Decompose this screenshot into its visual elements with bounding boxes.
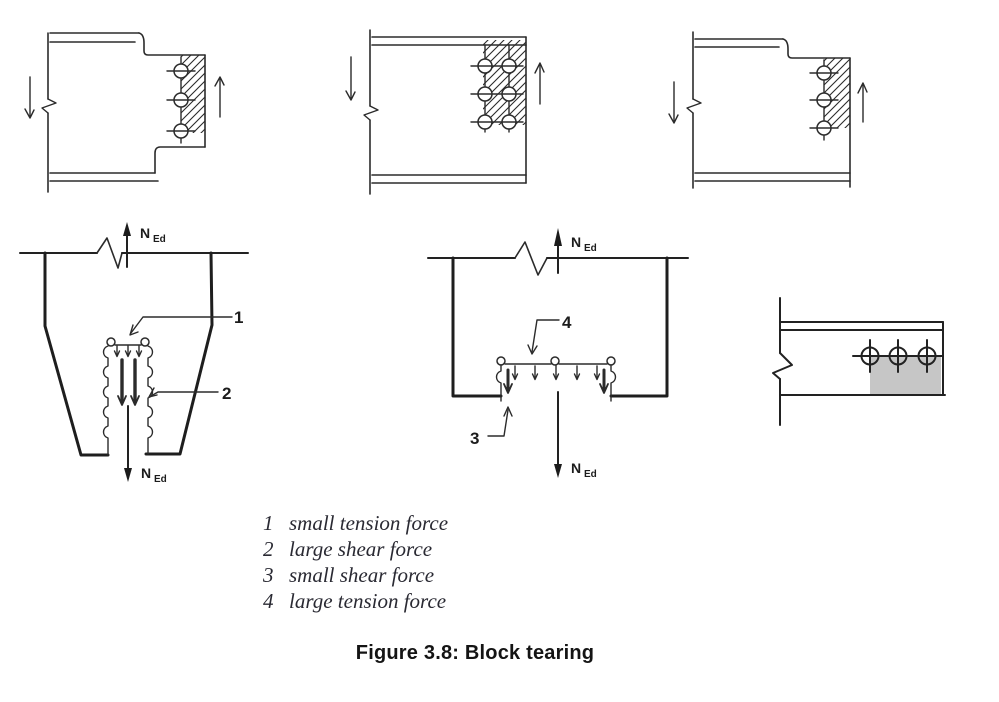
legend-label: small shear force — [289, 563, 435, 587]
large-tension-arrows — [511, 365, 601, 381]
break-mark-icon — [363, 105, 379, 121]
tension-force-arrow-down: N Ed — [554, 391, 597, 480]
legend-item: 4 large tension force — [263, 588, 448, 614]
bolt-group — [809, 59, 839, 141]
diagram-angle-block-shear — [772, 297, 946, 426]
large-shear-arrows — [117, 358, 140, 406]
legend-number: 1 — [263, 511, 274, 535]
bolt-hole-icon — [106, 337, 116, 347]
tension-force-arrow-up: N Ed — [123, 222, 166, 268]
callout-number: 2 — [222, 384, 231, 403]
legend-label: large shear force — [289, 537, 433, 561]
callout-2: 2 — [148, 384, 231, 403]
bolt-group — [852, 339, 944, 373]
force-label: N — [571, 460, 581, 476]
tension-force-arrow-down: N Ed — [124, 405, 167, 485]
break-mark-icon — [686, 98, 702, 114]
bolt-icon — [888, 346, 908, 366]
bolt-icon — [860, 346, 880, 366]
callout-3: 3 — [470, 406, 513, 448]
bolt-hole-icon — [140, 337, 150, 347]
callout-number: 3 — [470, 429, 479, 448]
callout-number: 1 — [234, 308, 243, 327]
legend-item: 3 small shear force — [263, 562, 448, 588]
callout-1: 1 — [129, 308, 243, 336]
gusset-outline — [451, 256, 669, 398]
member-edge — [427, 241, 689, 276]
force-subscript: Ed — [584, 243, 597, 254]
figure-caption: Figure 3.8: Block tearing — [355, 642, 595, 664]
bolt-group — [470, 44, 524, 133]
legend-number: 2 — [263, 537, 274, 561]
bolt-hole-icon — [550, 356, 560, 366]
force-label: N — [571, 234, 581, 250]
legend-label: large tension force — [289, 589, 447, 613]
legend-label: small tension force — [289, 511, 449, 535]
bolt-group — [166, 56, 196, 144]
tension-force-arrow-up: N Ed — [554, 228, 597, 274]
diagram-gusset-small-tension-large-shear: N Ed — [19, 222, 249, 485]
beam-outline — [41, 32, 206, 193]
diagram-top-coped-beam-end — [668, 31, 868, 189]
force-subscript: Ed — [154, 474, 167, 485]
shaded-block — [870, 356, 941, 395]
beam-outline — [363, 29, 527, 195]
force-label: N — [141, 465, 151, 481]
shear-force-arrows — [345, 56, 545, 105]
break-mark-icon — [514, 241, 548, 276]
legend-number: 4 — [263, 589, 274, 613]
small-tension-arrows — [113, 345, 143, 358]
legend-item: 1 small tension force — [263, 510, 448, 536]
shear-force-arrows — [668, 81, 868, 124]
callout-4: 4 — [527, 313, 572, 355]
torn-block-edges — [495, 356, 617, 402]
gusset-outline — [43, 251, 214, 457]
force-subscript: Ed — [153, 234, 166, 245]
callout-number: 4 — [562, 313, 572, 332]
shear-force-arrows — [24, 76, 225, 119]
break-mark-icon — [96, 237, 123, 269]
bolt-icon — [917, 346, 937, 366]
member-outline — [772, 297, 946, 426]
diagram-gusset-large-tension-small-shear: N Ed — [427, 228, 689, 480]
member-edge — [19, 237, 249, 269]
legend-number: 3 — [263, 563, 274, 587]
bolt-hole-icon — [606, 356, 616, 366]
hatch-region — [483, 40, 526, 125]
small-shear-arrows — [503, 368, 609, 394]
force-subscript: Ed — [584, 469, 597, 480]
beam-outline — [686, 31, 851, 189]
break-mark-icon — [41, 98, 57, 114]
diagram-beam-end-two-bolt-rows — [345, 29, 545, 195]
legend-item: 2 large shear force — [263, 536, 448, 562]
break-mark-icon — [772, 352, 793, 380]
bolt-hole-icon — [496, 356, 506, 366]
force-label: N — [140, 225, 150, 241]
diagram-double-coped-beam-end — [24, 32, 225, 193]
figure-legend: 1 small tension force 2 large shear forc… — [263, 510, 448, 614]
torn-block-edges — [102, 337, 154, 456]
